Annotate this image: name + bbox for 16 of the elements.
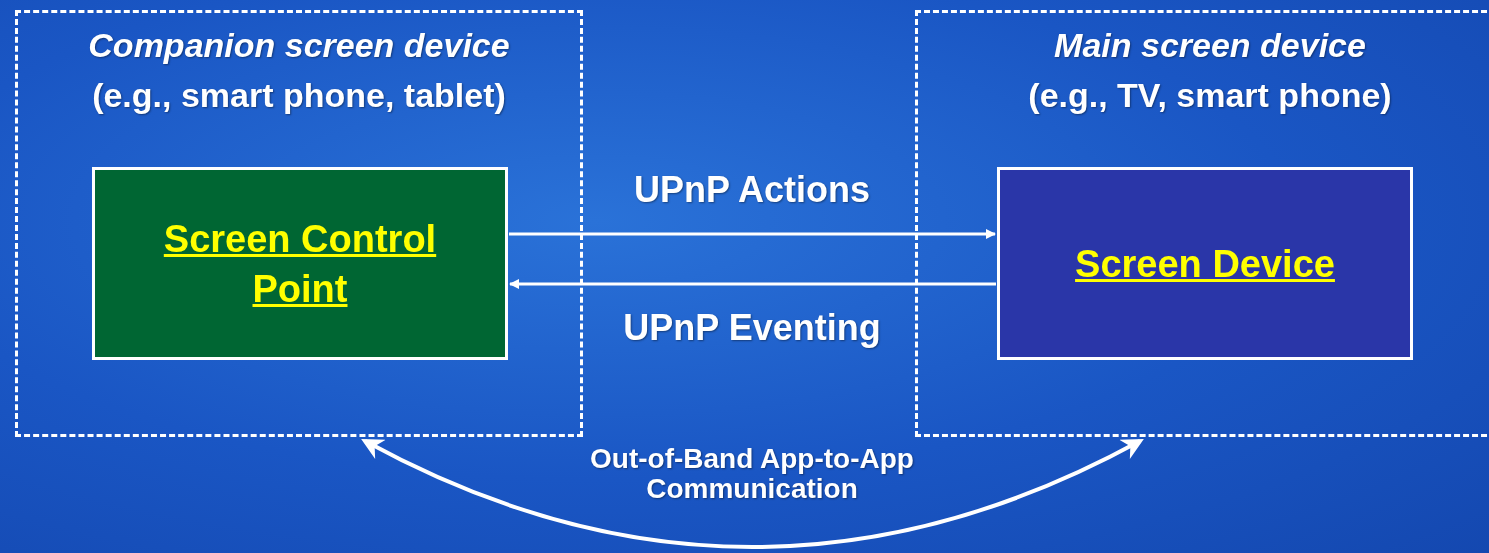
arrow — [509, 279, 996, 289]
group-subtitle: (e.g., TV, smart phone) — [1027, 75, 1393, 115]
edge-label: UPnP Actions — [632, 168, 871, 212]
edge-label: UPnP Eventing — [622, 306, 882, 350]
edge-label: Out-of-Band App-to-App Communication — [589, 444, 915, 504]
dashed-group-frame — [15, 10, 583, 437]
group-subtitle: (e.g., smart phone, tablet) — [91, 75, 507, 115]
arrow — [509, 229, 996, 239]
component-box — [997, 167, 1413, 360]
arrow — [361, 439, 1144, 549]
box-label: Screen Control Point — [162, 216, 438, 312]
component-box — [92, 167, 508, 360]
group-title: Companion screen device — [87, 25, 511, 65]
group-title: Main screen device — [1053, 25, 1367, 65]
box-label: Screen Device — [1074, 241, 1336, 287]
dashed-group-frame — [915, 10, 1489, 437]
